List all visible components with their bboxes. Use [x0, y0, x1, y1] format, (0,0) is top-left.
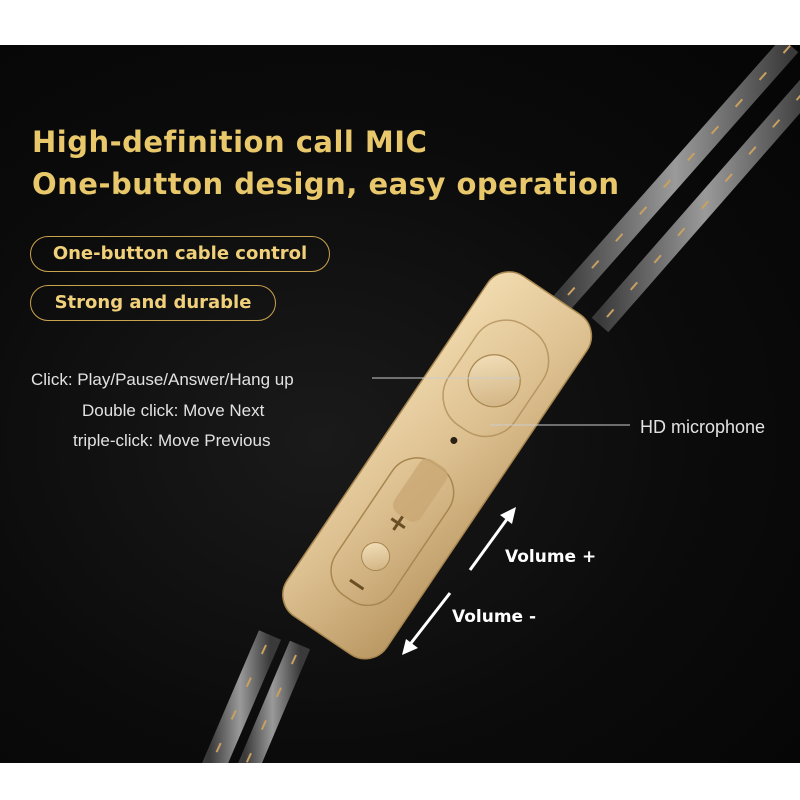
cable-bottom	[202, 630, 311, 763]
microphone-label: HD microphone	[640, 417, 766, 437]
click-instruction: Click: Play/Pause/Answer/Hang up	[31, 370, 294, 389]
feature-badge-cable-control: One-button cable control	[30, 236, 330, 272]
volume-up-label: Volume +	[505, 547, 597, 567]
feature-badge-durable: Strong and durable	[30, 285, 276, 321]
triple-click-instruction: triple-click: Move Previous	[73, 431, 271, 450]
volume-up-arrow-icon	[468, 507, 516, 571]
remote-control-body: + −	[282, 271, 593, 660]
multifunction-button[interactable]	[458, 345, 530, 417]
microphone-hole	[450, 436, 458, 444]
volume-down-arrow-icon	[402, 592, 452, 655]
product-banner: + − High-definition call MIC One-button …	[0, 45, 800, 763]
headline-line-1: High-definition call MIC	[32, 125, 428, 159]
volume-down-label: Volume -	[452, 607, 537, 627]
cable-top	[551, 45, 800, 333]
earphone-controller-illustration: + −	[202, 45, 800, 763]
headline-line-2: One-button design, easy operation	[32, 167, 620, 201]
double-click-instruction: Double click: Move Next	[82, 401, 265, 420]
